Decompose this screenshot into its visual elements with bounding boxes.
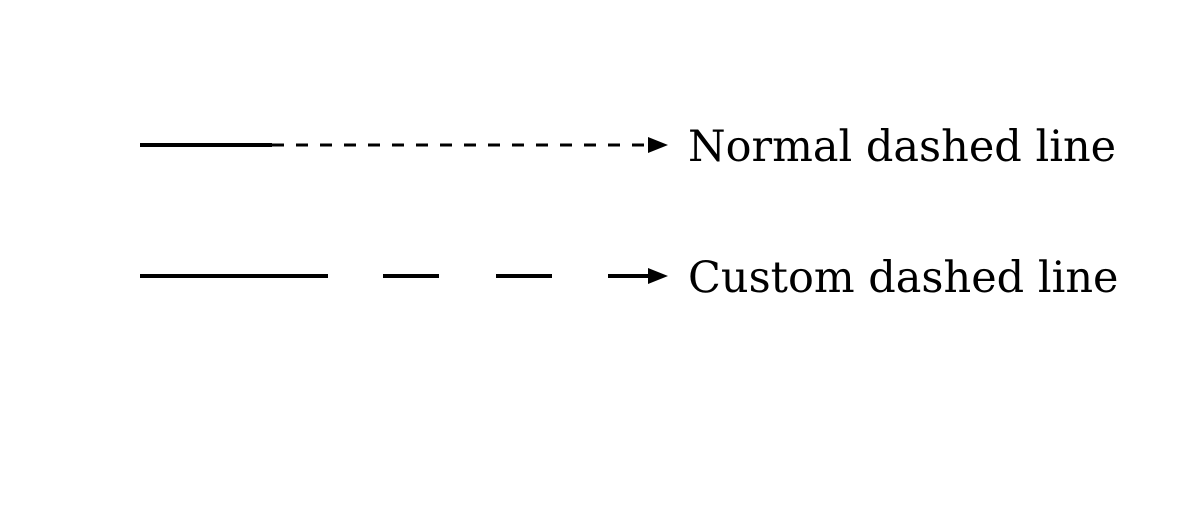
custom-arrow-icon [648, 268, 668, 284]
custom-dashed-line-label: Custom dashed line [688, 253, 1118, 303]
normal-arrow-icon [648, 137, 668, 153]
normal-dashed-line-row: Normal dashed line [140, 122, 1116, 172]
normal-dashed-line-label: Normal dashed line [688, 122, 1116, 172]
custom-dashed-line-row: Custom dashed line [140, 253, 1118, 303]
